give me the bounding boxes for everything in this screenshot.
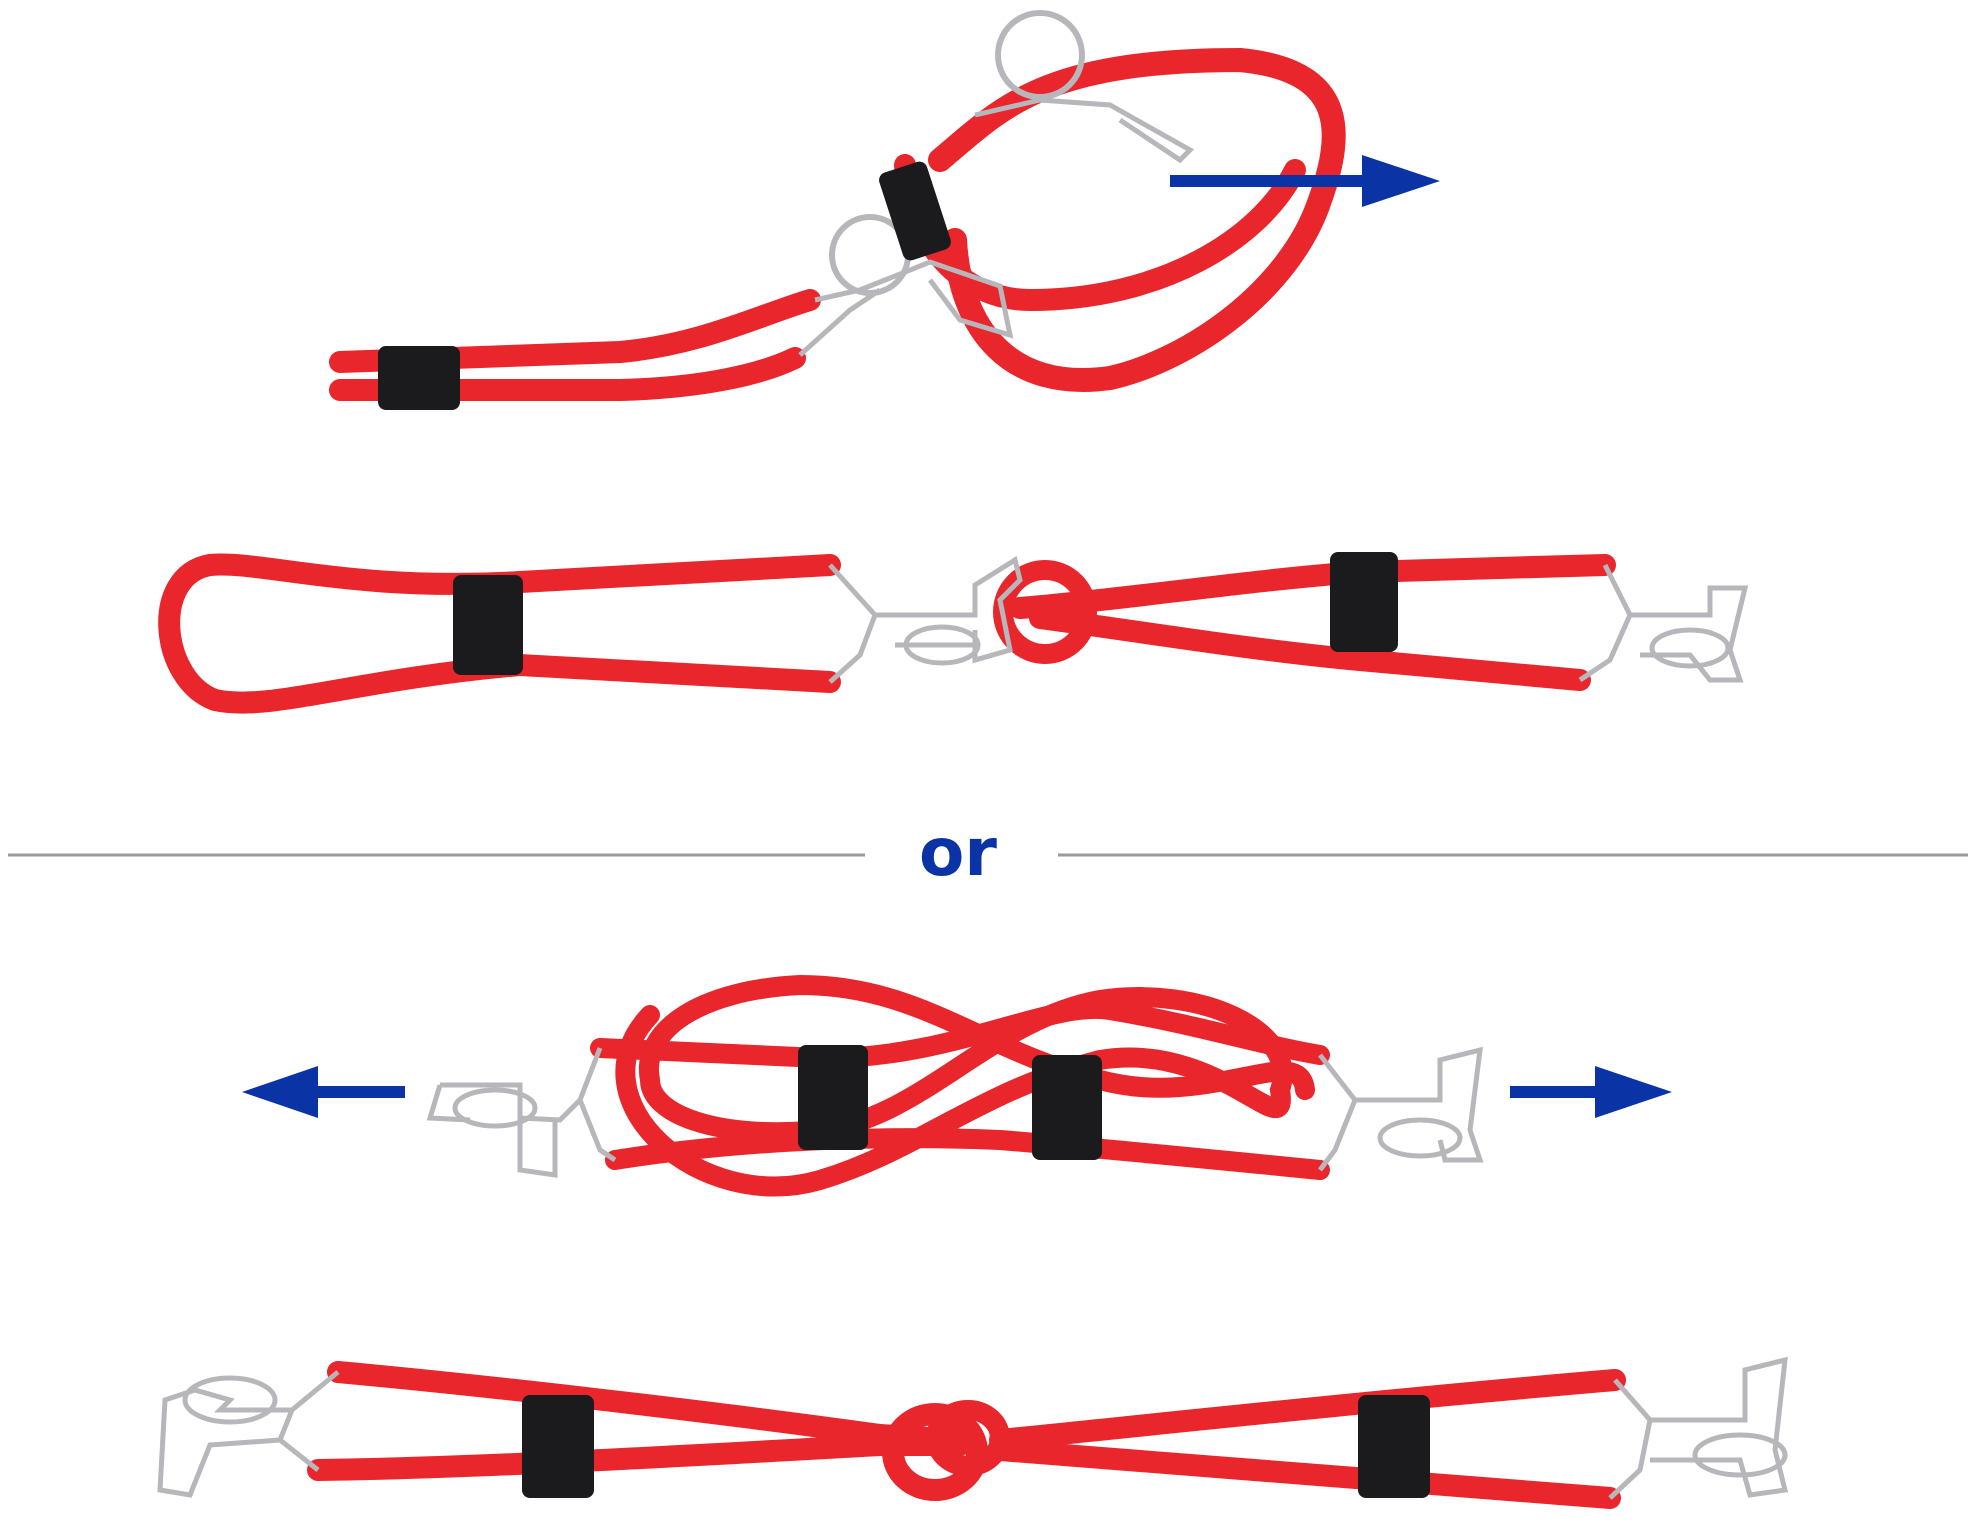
step-1-band-strand-lower xyxy=(329,347,806,401)
step-4-wire-ring-left xyxy=(182,1375,278,1425)
step-3-clip-left xyxy=(798,1045,868,1150)
step-3-clip-right xyxy=(1032,1055,1102,1160)
step-2-wire-ring xyxy=(903,624,981,666)
step-2-band-assembly xyxy=(158,552,1749,714)
step-3-wire-ring-right xyxy=(1377,1117,1463,1159)
step-2-band-right-upper xyxy=(1009,554,1616,619)
step-1-band-strand-upper xyxy=(329,289,821,373)
step-4-wire-right xyxy=(1608,1356,1789,1500)
step-1-clip-loop xyxy=(879,161,951,261)
divider-or-label: or xyxy=(919,814,997,891)
step-4-band-lower-right xyxy=(989,1439,1621,1509)
step-1-wire-ring-top xyxy=(995,10,1085,100)
arrow-right-icon xyxy=(1170,155,1440,207)
step-2-band-right-lower xyxy=(1029,607,1591,691)
step-2-clip-left xyxy=(453,575,523,675)
step-4-band-upper-left xyxy=(327,1361,971,1451)
step-1-band-assembly xyxy=(329,10,1346,410)
step-2-clip-right xyxy=(1330,552,1398,652)
arrow-right-icon xyxy=(1510,1066,1672,1118)
step-4-clip-right xyxy=(1358,1395,1430,1498)
step-4-band-knot xyxy=(882,1403,988,1501)
step-4-wire-ring-right xyxy=(1692,1432,1788,1478)
step-4-band-lower-left xyxy=(307,1434,971,1481)
step-3-wire-ring-left xyxy=(452,1087,538,1129)
step-1-clip-left xyxy=(378,346,460,410)
arrow-left-icon xyxy=(242,1066,405,1118)
step-4-wire-left xyxy=(157,1370,340,1498)
step-4-band-knot-2 xyxy=(926,1400,1010,1476)
step-4-clip-left xyxy=(522,1395,594,1498)
step-3-band-lower xyxy=(605,1128,1330,1180)
step-1-wire-hook xyxy=(974,97,1195,164)
step-2-wire-left xyxy=(828,556,1023,684)
step-3-wire-right xyxy=(1318,1046,1484,1172)
step-3-band-assembly xyxy=(426,974,1484,1197)
step-4-band-upper-right xyxy=(989,1369,1626,1451)
step-2-wire-ring-right xyxy=(1649,627,1731,669)
step-3-band-upper xyxy=(590,998,1330,1069)
step-2-band-loop-left xyxy=(158,553,841,714)
step-4-band-assembly xyxy=(157,1356,1789,1509)
step-3-wire-left xyxy=(426,1047,617,1178)
